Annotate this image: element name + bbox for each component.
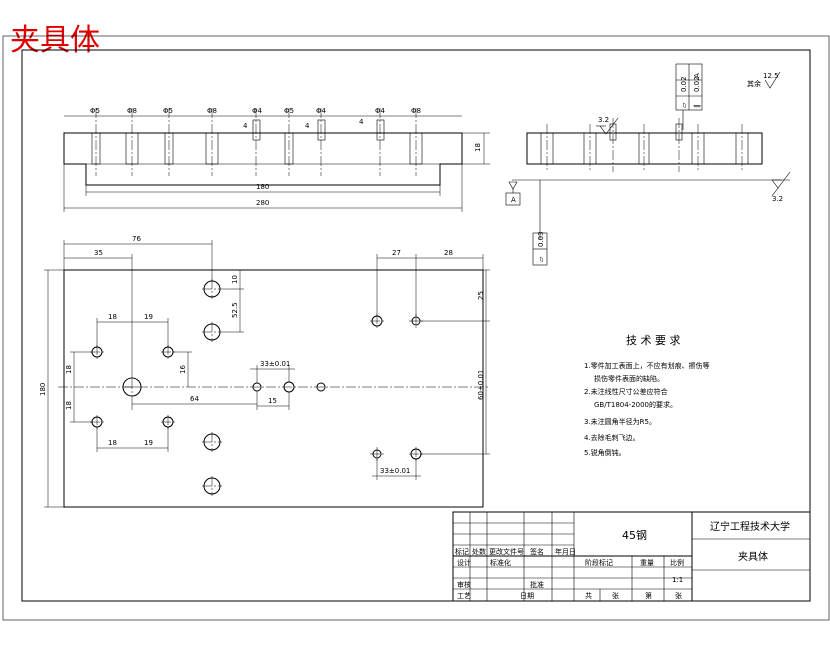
svg-text:阶段标记: 阶段标记: [585, 558, 613, 567]
technical-requirements: 技 术 要 求 1.零件加工表面上，不应有划痕、擦伤等 损伤零件表面的缺陷。 2…: [584, 334, 710, 457]
svg-text:重量: 重量: [640, 559, 654, 567]
inner-frame: [21, 49, 811, 602]
svg-text:▱: ▱: [680, 102, 688, 108]
inner-length-dim: 180: [256, 183, 269, 191]
dim-15: 15: [268, 397, 277, 405]
tech-item: 损伤零件表面的缺陷。: [594, 374, 664, 383]
dim-35: 35: [94, 249, 103, 257]
thickness-dim: 18: [474, 143, 482, 152]
tech-item: 2.未注线性尺寸公差应符合: [584, 387, 668, 396]
tech-heading: 技 术 要 求: [626, 334, 681, 347]
drawing-title: 夹具体: [10, 23, 100, 58]
parallel-tol: 0.02: [680, 76, 688, 92]
dim-180-left: 180: [39, 383, 47, 396]
svg-text:签名: 签名: [530, 547, 544, 556]
dim-27: 27: [392, 249, 401, 257]
svg-text:处数: 处数: [472, 547, 486, 556]
bore-label: Φ4: [375, 107, 386, 115]
svg-text:审核: 审核: [457, 580, 471, 589]
bore-label: Φ5: [163, 107, 173, 115]
svg-text:工艺: 工艺: [457, 592, 471, 600]
svg-text:设计: 设计: [457, 558, 471, 567]
svg-text:批准: 批准: [530, 580, 544, 589]
svg-text:标记: 标记: [455, 547, 469, 556]
svg-text:标准化: 标准化: [490, 558, 511, 567]
tech-item: 4.去除毛刺飞边。: [584, 433, 640, 442]
roughness-label: 3.2: [598, 116, 609, 124]
front-section-view: Φ5 Φ8 Φ5 Φ8 Φ4 Φ5 Φ4 Φ4 Φ8 4 4 4 18 180 …: [63, 107, 490, 212]
svg-text:▱: ▱: [537, 256, 545, 262]
depth-mark: 4: [243, 122, 248, 130]
dim-33-bottom: 33±0.01: [380, 467, 410, 475]
part-name-label: 夹具体: [738, 550, 768, 563]
bore-label: Φ4: [316, 107, 327, 115]
tech-item: 5.锐角倒钝。: [584, 448, 626, 457]
svg-text:1:1: 1:1: [672, 576, 683, 584]
dim-16: 16: [179, 365, 187, 374]
bore-label: Φ5: [90, 107, 100, 115]
svg-text:比例: 比例: [670, 558, 684, 567]
dim-25-right: 25: [477, 291, 485, 300]
bore-label: Φ8: [127, 107, 137, 115]
svg-text:共: 共: [585, 591, 592, 600]
depth-mark: 4: [305, 122, 310, 130]
tech-item: 1.零件加工表面上，不应有划痕、擦伤等: [584, 361, 710, 370]
svg-text:更改文件号: 更改文件号: [489, 547, 524, 556]
total-length-dim: 280: [256, 199, 269, 207]
material-label: 45钢: [622, 529, 647, 542]
svg-text:A: A: [693, 73, 701, 78]
bore-label: Φ8: [411, 107, 421, 115]
title-block: 45钢 辽宁工程技术大学 夹具体 标记 处数 更改文件号 签名 年月日 设计 标…: [452, 511, 811, 602]
dim-19-upper: 19: [144, 313, 153, 321]
dim-10: 10: [231, 275, 239, 284]
datum-label: A: [511, 196, 516, 204]
flatness-value: 0.03: [537, 231, 545, 247]
svg-text:日期: 日期: [520, 592, 534, 600]
svg-text:年月日: 年月日: [555, 547, 576, 556]
dim-52-5: 52.5: [231, 302, 239, 318]
other-roughness: 其余 12.5: [747, 71, 781, 89]
bore-label: Φ5: [284, 107, 294, 115]
svg-text:其余: 其余: [747, 79, 761, 88]
base-roughness: 3.2: [772, 195, 783, 203]
svg-text:第: 第: [645, 591, 652, 600]
dim-64: 64: [190, 395, 199, 403]
dim-28: 28: [444, 249, 453, 257]
outer-border: [2, 35, 830, 621]
dim-18-left-a: 18: [65, 365, 73, 374]
svg-text:∥: ∥: [693, 105, 701, 109]
bore-label: Φ8: [207, 107, 217, 115]
flatness-side-tol: 0.02: [693, 76, 701, 92]
tech-item: GB/T1804-2000的要求。: [594, 400, 677, 409]
bore-label: Φ4: [252, 107, 263, 115]
tech-item: 3.未注圆角半径为R5。: [584, 417, 656, 426]
svg-text:张: 张: [675, 591, 682, 600]
side-section-view: 3.2 A 3.2 0.03 ▱ 0.02 0.02 A ▱ ∥: [505, 63, 791, 266]
dim-18-left-b: 18: [65, 401, 73, 410]
dim-18-lower: 18: [108, 439, 117, 447]
dim-33-top: 33±0.01: [260, 360, 290, 368]
dim-76: 76: [132, 235, 141, 243]
dim-60-right: 60±0.01: [477, 370, 485, 400]
dim-18-upper: 18: [108, 313, 117, 321]
depth-mark: 4: [359, 118, 364, 126]
svg-text:张: 张: [612, 591, 619, 600]
dim-19-lower: 19: [144, 439, 153, 447]
school-label: 辽宁工程技术大学: [710, 520, 790, 533]
svg-text:12.5: 12.5: [763, 72, 779, 80]
plan-view: 76 35 27 28 10 52.5 18 19 18 18: [39, 235, 490, 508]
